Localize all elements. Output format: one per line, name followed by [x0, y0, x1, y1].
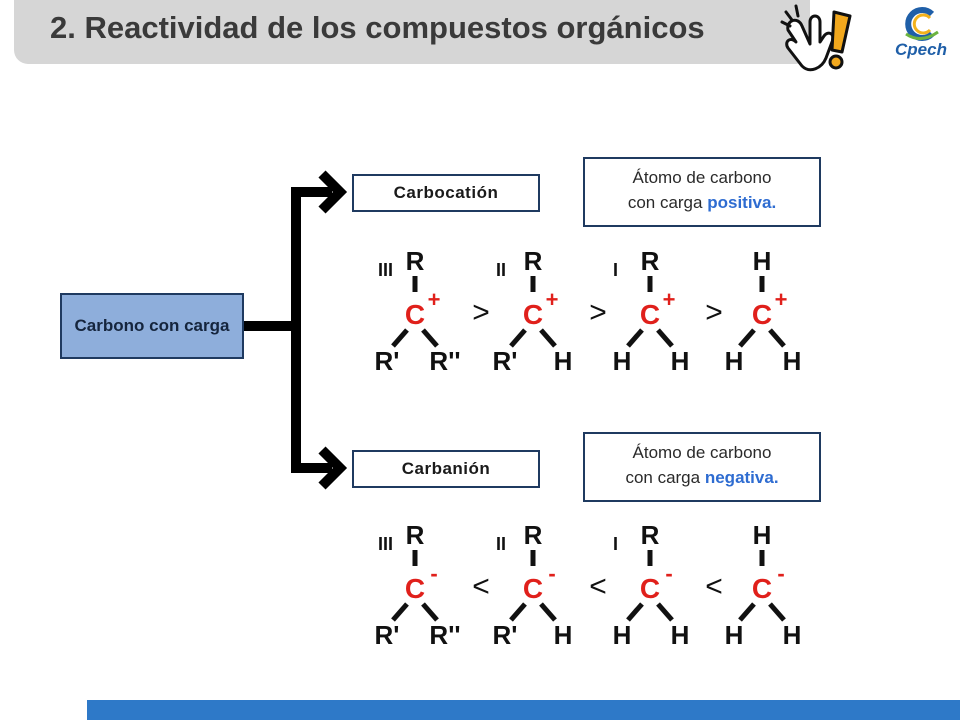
carbanion-top-substituent: R [406, 520, 425, 550]
desc-prefix: con carga [627, 193, 703, 212]
carbocation-top-substituent: H [753, 246, 772, 276]
desc-line2: con carga positiva. [585, 190, 819, 215]
carbocation-charge: + [546, 287, 559, 312]
carbanion-description: Átomo de carbono con carga negativa. [583, 432, 821, 502]
carbanion-right-substituent: H [671, 620, 690, 650]
carbocation-comparator: > [589, 296, 607, 329]
carbanion-carbon-atom: C [752, 573, 772, 604]
carbanion-left-bond [626, 602, 644, 622]
carbocation-comparator: > [472, 296, 490, 329]
carbocation-left-substituent: R' [375, 346, 400, 376]
carbanion-right-bond [539, 602, 557, 622]
carbanion-right-substituent: R'' [429, 620, 460, 650]
desc-line1: Átomo de carbono [632, 443, 772, 462]
carbanion-left-substituent: R' [375, 620, 400, 650]
carbocation-top-substituent: R [524, 246, 543, 276]
carbanion-carbon-atom: C [640, 573, 660, 604]
carbanion-right-substituent: H [783, 620, 802, 650]
carbanion-carbon-atom: C [405, 573, 425, 604]
carbanion-degree-label: I [613, 534, 618, 554]
carbanion-left-bond [738, 602, 756, 622]
carbocation-right-bond [656, 328, 674, 348]
carbanion-left-bond [391, 602, 409, 622]
carbanion-charge: - [548, 561, 555, 586]
carbocation-right-substituent: R'' [429, 346, 460, 376]
carbocation-left-bond [509, 328, 527, 348]
cpech-logo: Cpech [886, 4, 956, 68]
carbanion-degree-label: II [496, 534, 506, 554]
carbocation-left-bond [391, 328, 409, 348]
carbocation-charge: + [663, 287, 676, 312]
desc-line1: Átomo de carbono [632, 168, 772, 187]
carbocation-right-bond [421, 328, 439, 348]
carbocation-right-substituent: H [554, 346, 573, 376]
carbocation-charge: + [775, 287, 788, 312]
carbanion-top-substituent: R [524, 520, 543, 550]
carbanion-label-box: Carbanión [352, 450, 540, 488]
carbanion-degree-label: III [378, 534, 393, 554]
carbanion-top-substituent: H [753, 520, 772, 550]
logo-mark-icon [905, 7, 939, 41]
carbocation-carbon-atom: C [405, 299, 425, 330]
carbanion-top-substituent: R [641, 520, 660, 550]
carbanion-left-substituent: H [725, 620, 744, 650]
carbocation-top-substituent: R [406, 246, 425, 276]
carbocation-right-substituent: H [783, 346, 802, 376]
pointing-hand-icon [780, 4, 852, 72]
carbanion-right-bond [768, 602, 786, 622]
carbocation-label-box: Carbocatión [352, 174, 540, 212]
desc-accent-negative: negativa. [704, 468, 779, 487]
carbocation-degree-label: II [496, 260, 506, 280]
carbanion-charge: - [665, 561, 672, 586]
logo-text: Cpech [895, 40, 947, 59]
carbocation-top-substituent: R [641, 246, 660, 276]
slide-title: 2. Reactividad de los compuestos orgánic… [50, 10, 705, 45]
carbocation-carbon-atom: C [752, 299, 772, 330]
root-concept-box: Carbono con carga [60, 293, 244, 359]
carbocation-description: Átomo de carbono con carga positiva. [583, 157, 821, 227]
carbanion-charge: - [777, 561, 784, 586]
carbocation-left-substituent: R' [493, 346, 518, 376]
exclamation-icon [828, 10, 852, 70]
carbanion-left-bond [509, 602, 527, 622]
desc-line2: con carga negativa. [585, 465, 819, 490]
footer-bar [87, 700, 960, 720]
carbocation-carbon-atom: C [523, 299, 543, 330]
carbocation-degree-label: III [378, 260, 393, 280]
carbocation-charge: + [428, 287, 441, 312]
carbanion-comparator: < [705, 570, 723, 603]
desc-prefix: con carga [625, 468, 701, 487]
carbanion-comparator: < [472, 570, 490, 603]
carbanion-comparator: < [589, 570, 607, 603]
carbanion-right-bond [421, 602, 439, 622]
carbanion-charge: - [430, 561, 437, 586]
carbocation-degree-label: I [613, 260, 618, 280]
carbanion-right-substituent: H [554, 620, 573, 650]
carbanion-carbon-atom: C [523, 573, 543, 604]
carbanion-right-bond [656, 602, 674, 622]
carbocation-left-substituent: H [725, 346, 744, 376]
carbocation-left-bond [626, 328, 644, 348]
carbocation-right-substituent: H [671, 346, 690, 376]
carbocation-left-bond [738, 328, 756, 348]
carbocation-left-substituent: H [613, 346, 632, 376]
carbocation-right-bond [539, 328, 557, 348]
carbanion-left-substituent: H [613, 620, 632, 650]
carbocation-carbon-atom: C [640, 299, 660, 330]
desc-accent-positive: positiva. [707, 193, 777, 212]
carbanion-left-substituent: R' [493, 620, 518, 650]
carbocation-right-bond [768, 328, 786, 348]
branch-connector [244, 170, 348, 490]
title-bar: 2. Reactividad de los compuestos orgánic… [14, 0, 810, 64]
carbocation-comparator: > [705, 296, 723, 329]
